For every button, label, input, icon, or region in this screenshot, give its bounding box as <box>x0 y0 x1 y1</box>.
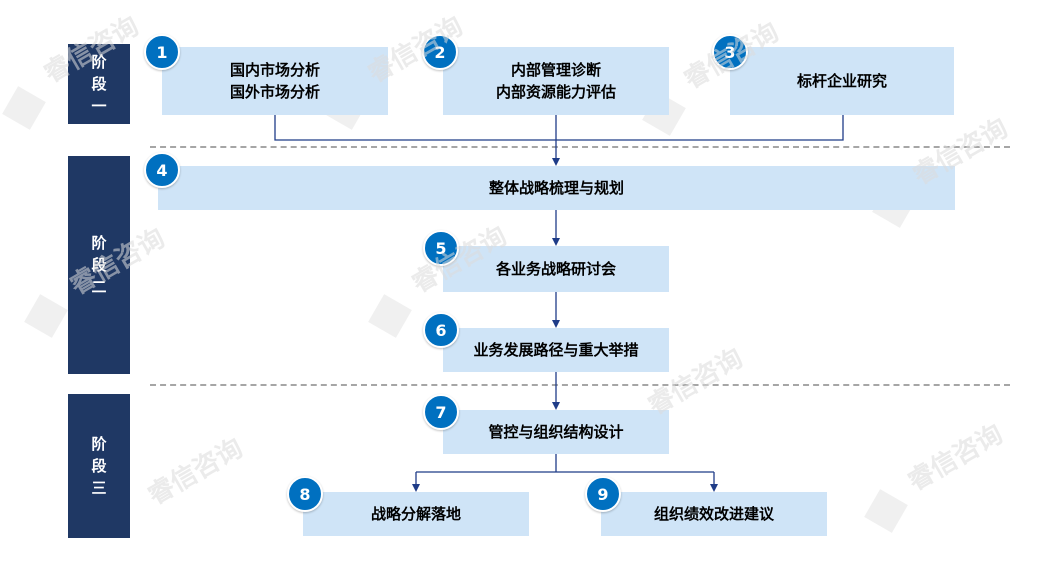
stage-char: 阶 <box>91 234 107 252</box>
step-text: 内部资源能力评估 <box>495 83 616 101</box>
stage-divider <box>150 384 1010 386</box>
stage-char: 二 <box>91 278 107 296</box>
step-box-7: 管控与组织结构设计 <box>443 410 669 454</box>
stage-char: 段 <box>91 457 107 475</box>
step-box-4: 整体战略梳理与规划 <box>158 166 955 210</box>
step-text: 内部管理诊断 <box>510 61 601 79</box>
step-box-6: 业务发展路径与重大举措 <box>443 328 669 372</box>
stage-char: 一 <box>91 97 107 115</box>
step-number-badge-8: 8 <box>287 476 323 512</box>
step-number-badge-7: 7 <box>423 394 459 430</box>
step-text: 国外市场分析 <box>229 83 320 101</box>
step-box-9: 组织绩效改进建议 <box>601 492 827 536</box>
step-text: 业务发展路径与重大举措 <box>473 341 639 359</box>
stage-char: 阶 <box>91 53 107 71</box>
step-number-badge-2: 2 <box>422 34 458 70</box>
step-box-5: 各业务战略研讨会 <box>443 246 669 292</box>
step-number-badge-3: 3 <box>712 34 748 70</box>
stage-label-2: 阶 段 二 <box>68 156 130 374</box>
step-text: 国内市场分析 <box>229 61 320 79</box>
step-box-8: 战略分解落地 <box>303 492 529 536</box>
stage-char: 段 <box>91 256 107 274</box>
step-text: 标杆企业研究 <box>796 72 887 90</box>
step-box-1: 国内市场分析 国外市场分析 <box>162 47 388 115</box>
stage-char: 三 <box>91 479 107 497</box>
stage-divider <box>150 146 1010 148</box>
step-box-3: 标杆企业研究 <box>730 47 954 115</box>
step-text: 组织绩效改进建议 <box>653 505 774 523</box>
connector-1-3-merge <box>274 115 844 141</box>
stage-label-3: 阶 段 三 <box>68 394 130 538</box>
step-text: 各业务战略研讨会 <box>495 260 616 278</box>
step-number-badge-5: 5 <box>423 230 459 266</box>
step-number-badge-1: 1 <box>144 34 180 70</box>
step-text: 整体战略梳理与规划 <box>488 179 624 197</box>
step-number-badge-9: 9 <box>585 476 621 512</box>
step-box-2: 内部管理诊断 内部资源能力评估 <box>443 47 669 115</box>
stage-label-1: 阶 段 一 <box>68 44 130 124</box>
step-text: 管控与组织结构设计 <box>488 423 624 441</box>
step-text: 战略分解落地 <box>370 505 461 523</box>
step-number-badge-4: 4 <box>144 152 180 188</box>
step-number-badge-6: 6 <box>423 312 459 348</box>
stage-char: 段 <box>91 75 107 93</box>
stage-char: 阶 <box>91 435 107 453</box>
